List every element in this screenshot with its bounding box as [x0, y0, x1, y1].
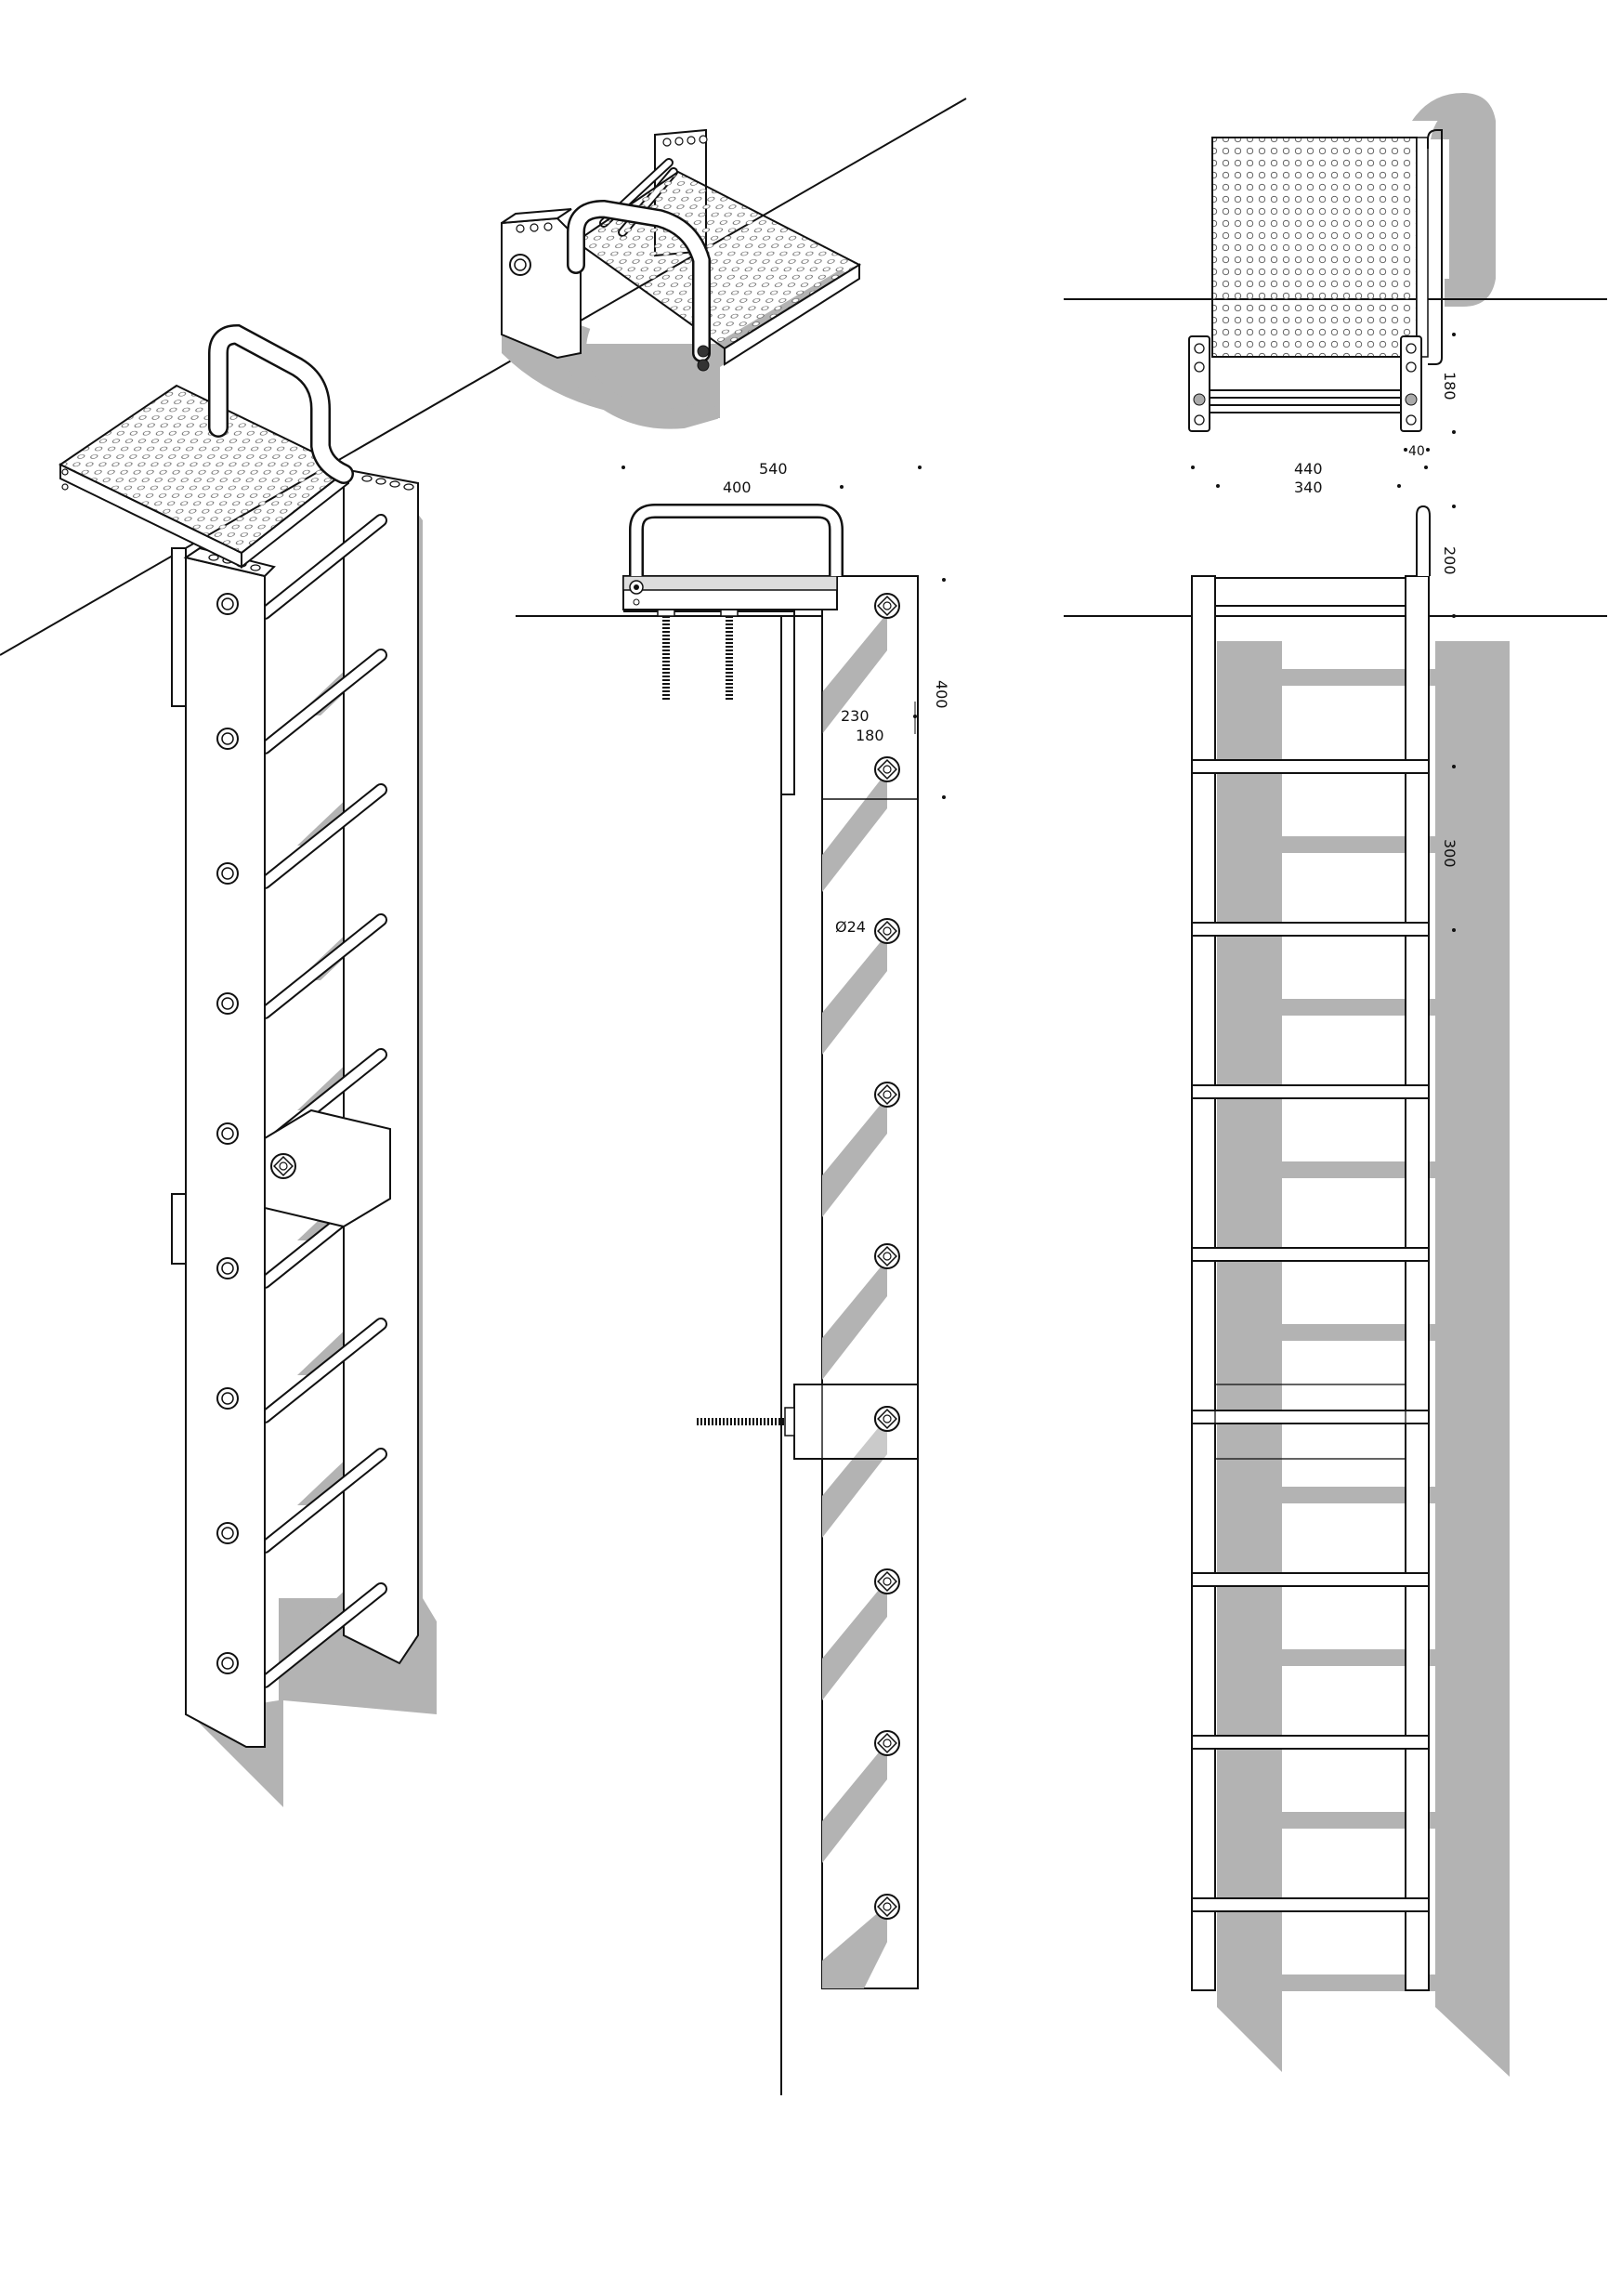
- top-view-dim-ticks: [1191, 333, 1456, 488]
- front-platform: [1214, 577, 1406, 607]
- top-view-shadow: [1231, 93, 1496, 307]
- iso-ladder-view: [0, 98, 967, 1807]
- iso-platform-deck: [59, 384, 350, 555]
- section-handle: [629, 504, 844, 576]
- dim-top-40: 40: [1408, 444, 1425, 459]
- dim-top-340: 340: [1294, 479, 1323, 496]
- wall-line: [0, 98, 967, 656]
- front-left-stringer: [1191, 575, 1216, 1991]
- iso-detail-deck: [574, 170, 862, 350]
- front-rungs: [1191, 759, 1430, 1912]
- front-right-stringer: [1405, 575, 1430, 1991]
- front-view: 200 300: [1064, 505, 1607, 2077]
- top-view-deck: [1211, 137, 1418, 358]
- front-view-dim-ticks: [1452, 505, 1456, 932]
- dim-top-180: 180: [1441, 372, 1458, 400]
- section-view: 540 400 400 230 180 Ø24: [516, 460, 950, 2095]
- iso-upper-bracket: [171, 547, 187, 707]
- front-handle: [1416, 505, 1431, 576]
- iso-middle-bolt: [270, 1153, 296, 1179]
- dim-section-230: 230: [841, 707, 870, 725]
- dim-section-bolt-diameter: Ø24: [835, 918, 866, 936]
- section-rung-shadows: [822, 613, 887, 1988]
- dim-section-400: 400: [723, 479, 752, 496]
- top-view: 180 440 340 40: [1064, 93, 1607, 496]
- dim-section-180: 180: [856, 727, 884, 744]
- front-view-shadow: [1217, 641, 1510, 2077]
- dim-top-440: 440: [1294, 460, 1323, 478]
- dim-front-200: 200: [1441, 546, 1458, 575]
- dim-section-plate-height: 400: [933, 680, 950, 709]
- dim-section-540: 540: [759, 460, 788, 478]
- iso-lower-bracket: [171, 1193, 187, 1265]
- section-anchors: [657, 598, 739, 702]
- iso-rungs: [258, 514, 387, 1688]
- iso-platform-detail: [501, 128, 862, 429]
- iso-back-stringer: [343, 467, 419, 1665]
- dim-front-300: 300: [1441, 839, 1458, 868]
